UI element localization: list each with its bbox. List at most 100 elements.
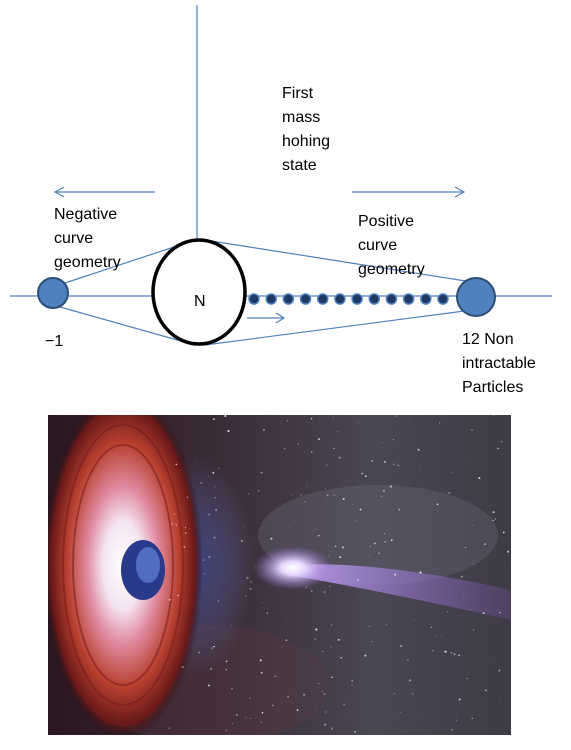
star — [213, 536, 216, 539]
star — [245, 595, 247, 597]
star — [306, 485, 308, 487]
star — [208, 556, 211, 559]
star — [495, 518, 497, 520]
star — [183, 546, 186, 548]
star — [221, 606, 222, 607]
star — [325, 488, 326, 489]
star — [341, 546, 344, 549]
particle-dot — [420, 293, 432, 305]
star — [474, 596, 475, 598]
star — [502, 729, 504, 731]
star — [283, 447, 286, 450]
star — [252, 656, 253, 657]
star — [318, 535, 320, 537]
star — [168, 727, 171, 729]
star — [380, 495, 383, 498]
star — [328, 585, 331, 588]
star — [195, 460, 197, 462]
star — [268, 454, 269, 455]
star — [191, 466, 193, 467]
star — [336, 431, 338, 433]
star — [208, 513, 210, 515]
star — [323, 591, 326, 594]
center-n-label: N — [194, 293, 206, 310]
star — [418, 572, 420, 573]
star — [383, 533, 385, 535]
star — [214, 486, 216, 488]
particle-dot — [385, 293, 398, 305]
star — [202, 559, 205, 561]
star — [438, 422, 441, 424]
star — [209, 667, 212, 670]
star — [185, 532, 187, 534]
star — [321, 690, 323, 693]
star — [215, 509, 217, 511]
star — [499, 611, 501, 614]
star — [358, 596, 360, 597]
neg-lower-line — [52, 304, 196, 346]
star — [460, 575, 463, 578]
star — [252, 569, 254, 570]
star — [484, 543, 487, 546]
star — [412, 693, 414, 695]
star — [192, 485, 193, 487]
star — [330, 624, 333, 626]
star — [393, 463, 395, 466]
star — [373, 542, 376, 545]
star — [364, 654, 367, 657]
star — [500, 440, 503, 443]
star — [189, 528, 191, 530]
inner-right-arrow — [247, 312, 286, 324]
star — [296, 709, 299, 712]
star — [430, 626, 433, 628]
star — [342, 498, 345, 501]
right-arrow — [352, 186, 466, 198]
star — [479, 655, 481, 657]
non-intractable-label: 12 Non intractable Particles — [462, 331, 536, 396]
star — [287, 695, 289, 698]
star — [400, 645, 403, 648]
star — [250, 581, 252, 583]
pos-lower-line — [204, 309, 473, 346]
star — [466, 677, 468, 680]
star — [227, 429, 230, 433]
center-mass-circle — [151, 238, 247, 346]
star — [297, 443, 300, 445]
star — [431, 649, 434, 652]
star — [285, 639, 288, 641]
star — [413, 619, 415, 620]
star — [212, 418, 215, 420]
star — [392, 438, 395, 441]
star — [218, 468, 220, 470]
star — [383, 489, 385, 492]
star — [335, 545, 337, 547]
star — [240, 540, 243, 542]
star — [330, 727, 333, 730]
particle-dot — [299, 293, 312, 305]
star — [225, 660, 228, 663]
star — [272, 704, 274, 707]
star — [193, 449, 195, 451]
star — [246, 576, 249, 580]
star — [184, 527, 186, 529]
star — [261, 711, 264, 714]
star — [257, 489, 260, 492]
star — [411, 630, 412, 631]
star — [274, 675, 276, 678]
star — [270, 537, 273, 540]
star — [208, 475, 210, 477]
star — [384, 540, 387, 543]
star — [436, 503, 439, 506]
star — [419, 465, 420, 467]
star — [225, 426, 227, 428]
star — [390, 539, 393, 542]
star — [343, 703, 346, 706]
particle-dot — [437, 293, 449, 305]
star — [231, 688, 233, 690]
star — [225, 668, 228, 671]
star — [355, 520, 356, 522]
star — [365, 475, 367, 478]
star — [230, 625, 232, 626]
star — [172, 493, 173, 494]
star — [453, 653, 456, 655]
